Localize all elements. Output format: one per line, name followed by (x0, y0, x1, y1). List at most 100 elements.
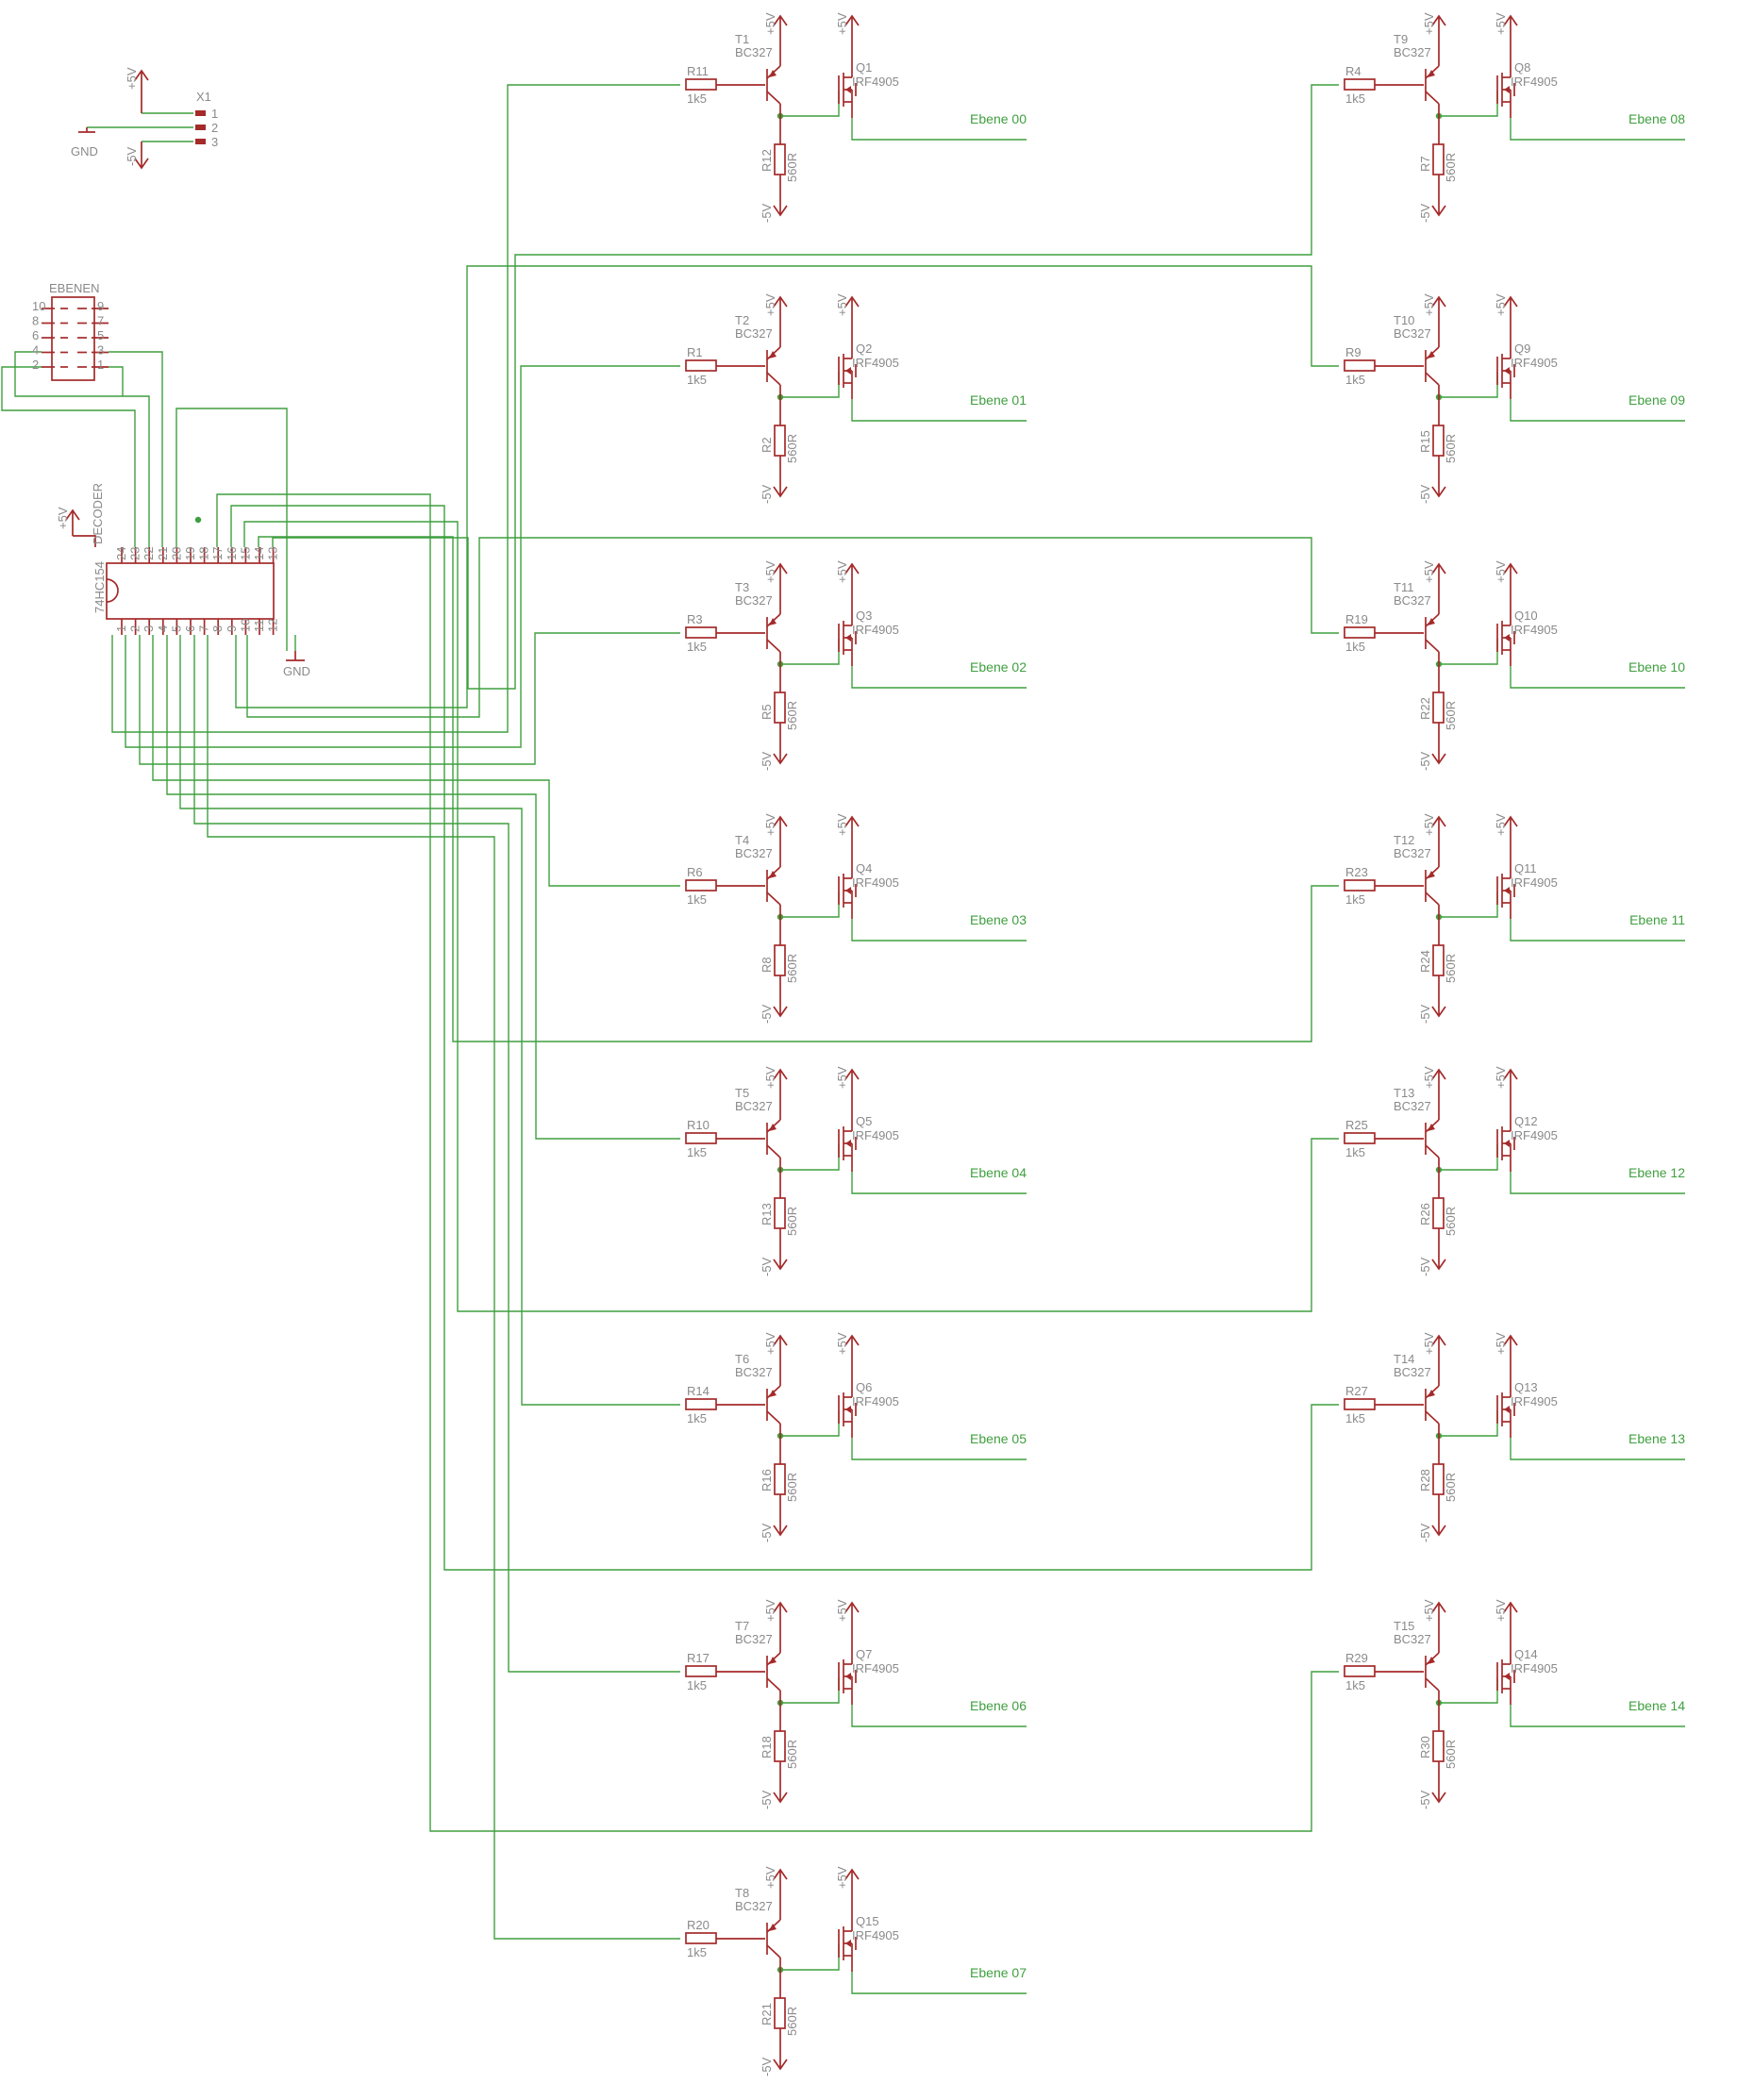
decoder-bottom-pin-number: 9 (225, 625, 239, 632)
output-wire (1510, 1172, 1685, 1194)
transistor-supply-label: +5V (763, 1332, 777, 1355)
pulldown-resistor (1432, 1463, 1445, 1495)
transistor-name: T10 (1394, 313, 1414, 327)
base-resistor-value: 1k5 (687, 1145, 707, 1159)
net-wire (152, 635, 680, 887)
x1-pin-number: 3 (211, 135, 218, 149)
gate-wire (1439, 1410, 1498, 1437)
x1-minus-arrowhead (134, 158, 149, 170)
base-resistor-name: R20 (687, 1918, 710, 1932)
transistor-supply-arrowhead (1431, 295, 1446, 308)
gate-wire (1439, 372, 1498, 398)
pulldown-resistor (774, 1997, 786, 2029)
negative-supply-arrowhead (773, 1792, 788, 1804)
decoder-top-pin-number: 18 (197, 547, 211, 560)
mosfet-arrow (1504, 86, 1510, 93)
transistor-value: BC327 (1394, 45, 1431, 59)
base-resistor-name: R17 (687, 1651, 710, 1665)
mosfet-supply-arrowhead (1503, 14, 1518, 26)
net-wire (109, 366, 124, 396)
transistor-supply-arrowhead (773, 562, 788, 575)
decoder-top-pin-number: 16 (225, 547, 239, 560)
base-resistor (1344, 1398, 1376, 1410)
base-resistor-name: R1 (687, 345, 703, 359)
base-resistor-value: 1k5 (687, 373, 707, 387)
mosfet-supply-label: +5V (1494, 293, 1508, 316)
transistor-value: BC327 (1394, 846, 1431, 860)
pulldown-resistor (1432, 143, 1445, 175)
transistor-collector (766, 1144, 781, 1158)
pulldown-resistor (1432, 1730, 1445, 1762)
base-resistor-name: R9 (1345, 345, 1361, 359)
transistor-supply-label: +5V (1422, 293, 1436, 316)
net-wire (111, 84, 680, 733)
negative-supply-label: -5V (760, 484, 774, 504)
net-wire (230, 505, 1339, 1571)
pulldown-resistor-value: 560R (785, 1473, 799, 1502)
transistor-name: T1 (735, 32, 749, 46)
decoder-top-pin-number: 19 (183, 547, 197, 560)
mosfet-supply-arrowhead (844, 1068, 860, 1080)
output-wire (1510, 919, 1685, 942)
gate-wire (780, 91, 840, 117)
decoder-vcc-label: +5V (56, 507, 70, 529)
pulldown-resistor (1432, 692, 1445, 724)
decoder-bottom-pin-number: 1 (114, 625, 128, 632)
base-resistor (685, 359, 717, 372)
negative-supply-arrowhead (1431, 205, 1446, 217)
gate-wire (780, 372, 840, 398)
transistor-value: BC327 (735, 45, 773, 59)
ebenen-right-pin-number: 3 (97, 343, 104, 358)
net-label: Ebene 03 (970, 912, 1027, 927)
mosfet-arrow (1504, 1406, 1510, 1413)
mosfet-value: IRF4905 (852, 356, 899, 370)
transistor-value: BC327 (1394, 1365, 1431, 1379)
negative-supply-label: -5V (1418, 1257, 1432, 1276)
mosfet-supply-label: +5V (835, 1332, 849, 1355)
mosfet-supply-arrowhead (844, 562, 860, 575)
base-resistor-name: R14 (687, 1384, 710, 1398)
output-wire (851, 1705, 1027, 1727)
output-wire (851, 118, 1027, 141)
transistor-value: BC327 (735, 1899, 773, 1913)
gate-wire (780, 1944, 840, 1971)
pulldown-resistor-name: R28 (1418, 1469, 1432, 1492)
output-wire (1510, 1705, 1685, 1727)
base-resistor (685, 626, 717, 639)
pulldown-resistor-name: R5 (760, 704, 774, 720)
transistor-arrow (1428, 618, 1435, 625)
mosfet-arrow (845, 1140, 851, 1147)
net-label: Ebene 07 (970, 1965, 1027, 1980)
pulldown-resistor-name: R24 (1418, 950, 1432, 973)
pulldown-resistor (1432, 1197, 1445, 1229)
transistor-value: BC327 (1394, 593, 1431, 608)
transistor-arrow (769, 871, 777, 878)
negative-supply-label: -5V (760, 751, 774, 771)
transistor-value: BC327 (1394, 1632, 1431, 1646)
decoder-top-pin-number: 17 (210, 547, 225, 560)
base-resistor-value: 1k5 (687, 892, 707, 907)
decoder-ic-notch (106, 578, 119, 603)
negative-supply-arrowhead (1431, 486, 1446, 498)
x1-plus-label: +5V (125, 67, 139, 90)
output-wire (851, 1438, 1027, 1460)
transistor-supply-arrowhead (1431, 14, 1446, 26)
gate-wire (780, 1677, 840, 1704)
mosfet-supply-label: +5V (835, 1866, 849, 1889)
x1-minus-label: -5V (125, 146, 139, 166)
pulldown-resistor-value: 560R (1444, 701, 1458, 730)
transistor-name: T11 (1394, 580, 1413, 594)
output-wire (851, 1172, 1027, 1194)
net-label: Ebene 14 (1628, 1698, 1685, 1713)
transistor-value: BC327 (735, 846, 773, 860)
mosfet-value: IRF4905 (852, 1128, 899, 1142)
negative-supply-arrowhead (1431, 1006, 1446, 1018)
transistor-name: T3 (735, 580, 749, 594)
negative-supply-arrowhead (773, 753, 788, 765)
x1-pin (195, 139, 206, 144)
transistor-supply-arrowhead (773, 1868, 788, 1880)
transistor-collector (1425, 1677, 1440, 1692)
mosfet-supply-arrowhead (844, 1868, 860, 1880)
transistor-collector (766, 91, 781, 105)
mosfet-arrow (845, 634, 851, 642)
